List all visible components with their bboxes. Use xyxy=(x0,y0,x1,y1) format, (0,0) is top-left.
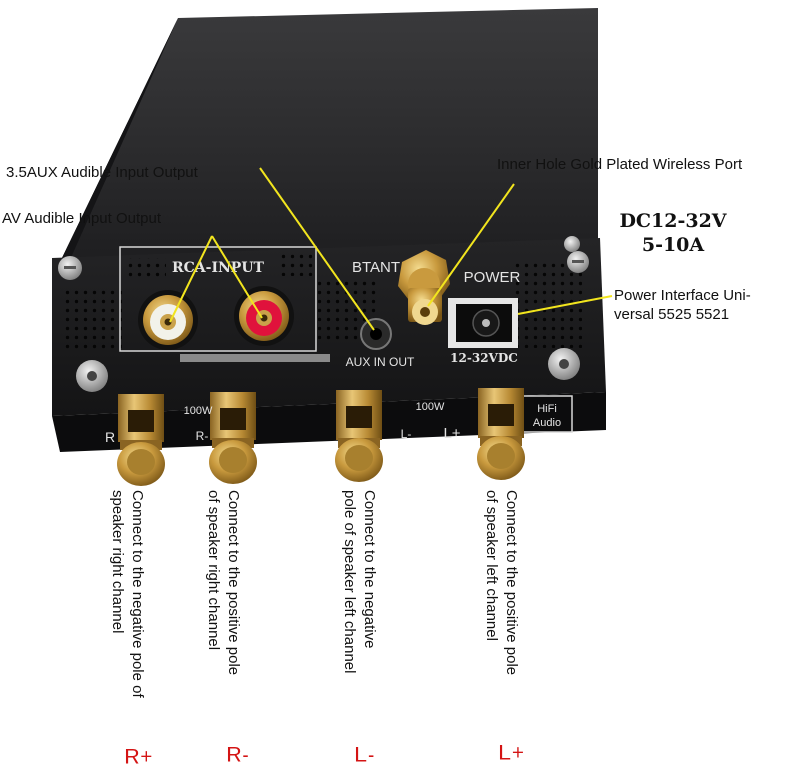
vent-left xyxy=(64,290,122,352)
rca-jack-white xyxy=(138,290,198,350)
callout-wireless: Inner Hole Gold Plated Wireless Port xyxy=(497,156,743,173)
panel-hifi-1: HiFi xyxy=(537,403,557,415)
rca-label-strip xyxy=(180,354,330,362)
panel-hifi-2: Audio xyxy=(533,417,561,429)
panel-dc-range: 12-32VDC xyxy=(450,351,518,365)
terminal-4-line1: Connect to the positive pole xyxy=(503,490,520,676)
aux-jack xyxy=(360,318,392,350)
panel-r-minus: R- xyxy=(196,429,209,443)
vent-rca-box xyxy=(126,258,166,278)
terminal-3-line2: pole of speaker left channel xyxy=(341,490,358,674)
panel-watts-right: 100W xyxy=(184,405,213,417)
spec-voltage: DC12-32V xyxy=(619,210,727,232)
pole-label-r-plus: R+ xyxy=(124,744,154,770)
chassis-top xyxy=(60,8,598,262)
terminal-1-line1: Connect to the negative pole of xyxy=(129,490,146,698)
annotation-lines xyxy=(169,167,613,331)
panel-rca-input: RCA-INPUT xyxy=(172,260,265,276)
terminal-1-line2: speaker right channel xyxy=(109,490,126,634)
rca-jack-red xyxy=(234,286,294,346)
binding-post-3 xyxy=(335,390,383,482)
binding-post-1 xyxy=(117,394,165,486)
chassis-edge xyxy=(52,18,178,300)
panel-power: POWER xyxy=(464,269,521,286)
panel-l-minus: L- xyxy=(401,427,412,441)
binding-post-2 xyxy=(209,392,257,484)
callout-av: AV Audible Input Output xyxy=(2,210,162,227)
panel-l-plus: L+ xyxy=(443,425,460,442)
screw-icon xyxy=(58,236,589,392)
terminal-2-line2: of speaker right channel xyxy=(205,490,222,651)
terminal-2-line1: Connect to the positive pole xyxy=(225,490,242,676)
callout-aux: 3.5AUX Audible Input Output xyxy=(6,164,198,181)
panel-btant: BTANT xyxy=(352,259,400,276)
spec-current: 5-10A xyxy=(641,234,705,256)
pole-label-r-minus: R- xyxy=(225,742,250,768)
vent-rca-box-2 xyxy=(280,252,314,276)
binding-post-4 xyxy=(477,388,525,480)
vent-right xyxy=(512,262,582,348)
callout-power-1: Power Interface Uni- xyxy=(614,287,751,304)
pole-label-l-plus: L+ xyxy=(497,740,525,766)
pole-label-l-minus: L- xyxy=(354,742,376,768)
callout-power-2: versal 5525 5521 xyxy=(614,306,730,323)
dc-jack xyxy=(448,298,518,348)
terminal-4-line2: of speaker left channel xyxy=(483,490,500,641)
panel-aux-inout: AUX IN OUT xyxy=(346,355,415,369)
panel-watts-left: 100W xyxy=(416,401,445,413)
panel-bottom-edge xyxy=(52,392,606,452)
terminal-3-line1: Connect to the negative xyxy=(361,490,378,649)
panel-r-plus: R xyxy=(105,429,115,445)
